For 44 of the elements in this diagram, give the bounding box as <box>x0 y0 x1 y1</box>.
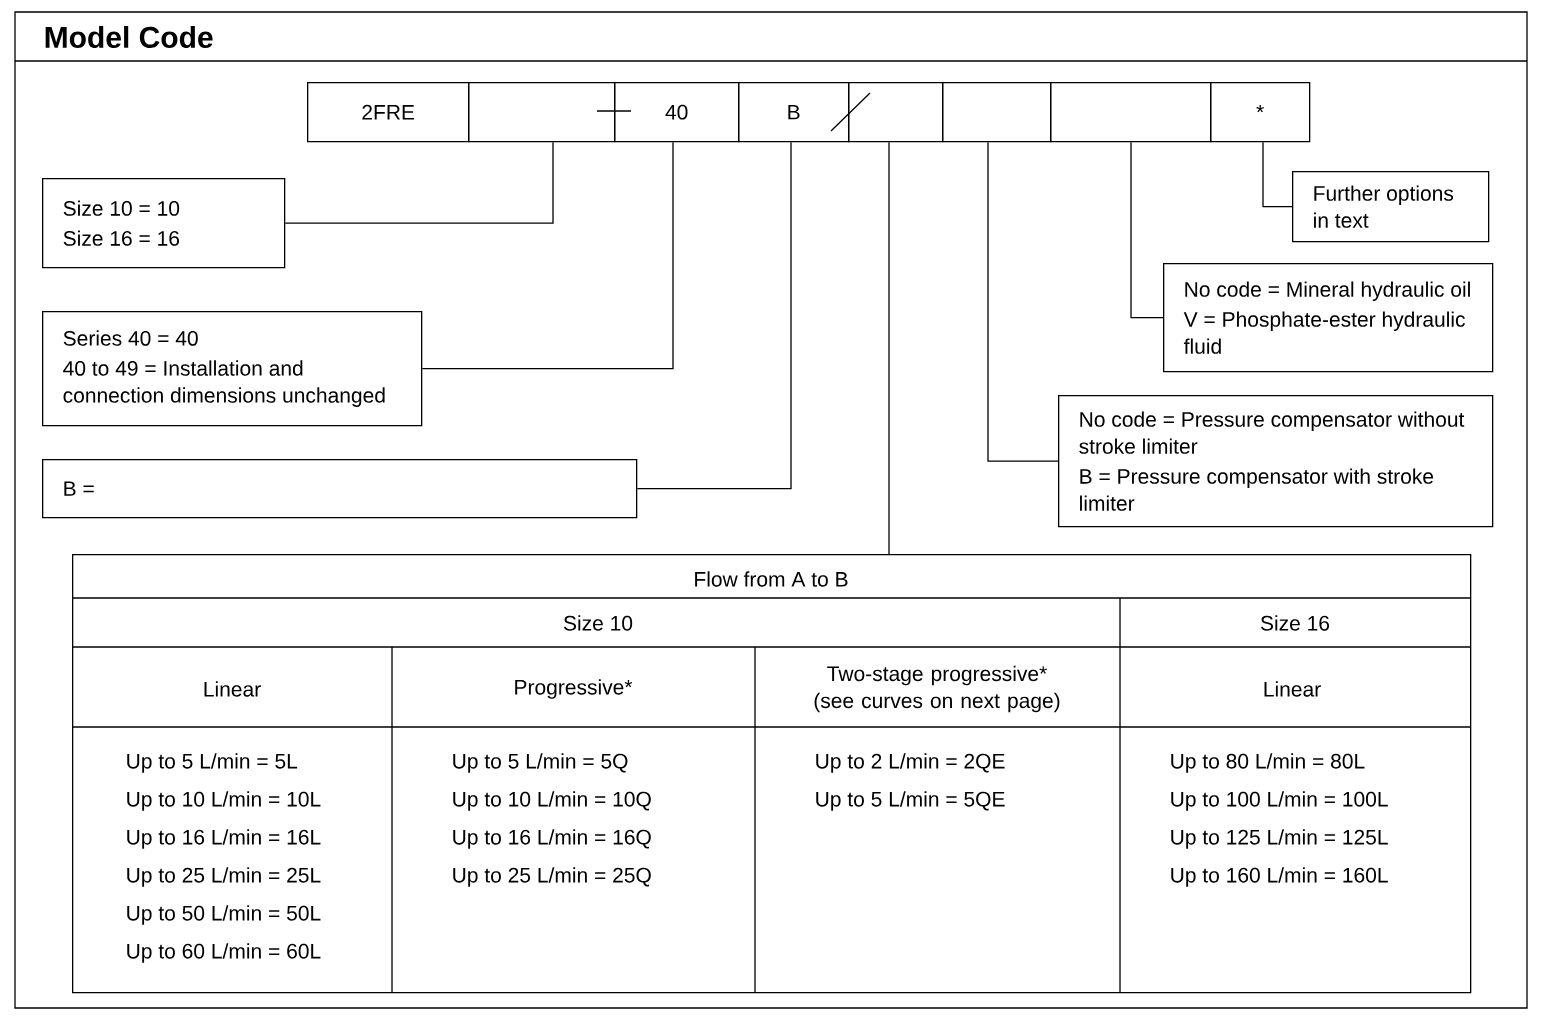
code-cell: B <box>738 82 850 143</box>
table-entry: Up to 5 L/min = 5L <box>127 753 298 773</box>
connector-line <box>1262 141 1293 208</box>
column-heading: Two-stage progressive* (see curves on next page) <box>814 665 1060 713</box>
option-box: Size 10 = 10 Size 16 = 16 <box>42 178 286 269</box>
column-heading: Linear <box>1264 681 1321 697</box>
column-heading: Linear <box>204 681 261 697</box>
option-box: Further options in text <box>1292 171 1490 243</box>
option-box: Series 40 = 40 40 to 49 = Installation and connection dimensions unchanged <box>42 311 423 427</box>
table-entry: Up to 80 L/min = 80L <box>1171 753 1365 773</box>
connector-line <box>284 141 554 224</box>
table-entry: Up to 16 L/min = 16L <box>127 829 321 849</box>
table-entry: Up to 160 L/min = 160L <box>1171 867 1388 887</box>
table-entry: Up to 5 L/min = 5QE <box>816 791 1005 811</box>
code-cell <box>1050 82 1212 143</box>
option-box: No code = Pressure compensator without stroke limiter B = Pressure compensator with stroke limiter <box>1058 395 1494 528</box>
table-entry: Up to 10 L/min = 10Q <box>453 791 651 811</box>
connector-line <box>888 141 890 555</box>
table-entry: Up to 125 L/min = 125L <box>1171 829 1388 849</box>
table-entry: Up to 25 L/min = 25Q <box>453 867 651 887</box>
code-cell: * <box>1210 82 1311 143</box>
connector-line <box>1130 141 1164 319</box>
table-entry: Up to 10 L/min = 10L <box>127 791 321 811</box>
table-entry: Up to 100 L/min = 100L <box>1171 791 1388 811</box>
code-cell <box>942 82 1052 143</box>
option-box: B = <box>42 459 638 519</box>
title: Model Code <box>45 26 213 48</box>
connector-line <box>636 141 792 490</box>
column-heading: Size 16 <box>1260 615 1330 631</box>
code-cell: 2FRE <box>307 82 470 143</box>
table-entry: Up to 16 L/min = 16Q <box>453 829 651 849</box>
table-entry: Up to 25 L/min = 25L <box>127 867 321 887</box>
table-entry: Up to 2 L/min = 2QE <box>816 753 1005 773</box>
table-entry: Up to 5 L/min = 5Q <box>453 753 628 773</box>
option-box: No code = Mineral hydraulic oil V = Phosphate-ester hydraulic fluid <box>1163 263 1494 373</box>
column-heading: Size 10 <box>563 615 633 631</box>
table-entry: Up to 60 L/min = 60L <box>127 943 321 963</box>
connector-line <box>421 141 674 370</box>
code-cell <box>848 82 944 143</box>
table-entry: Up to 50 L/min = 50L <box>127 905 321 925</box>
column-heading: Progressive* <box>515 679 633 699</box>
code-cell: 40 <box>614 82 740 143</box>
code-cell <box>468 82 616 143</box>
connector-line <box>987 141 1059 462</box>
